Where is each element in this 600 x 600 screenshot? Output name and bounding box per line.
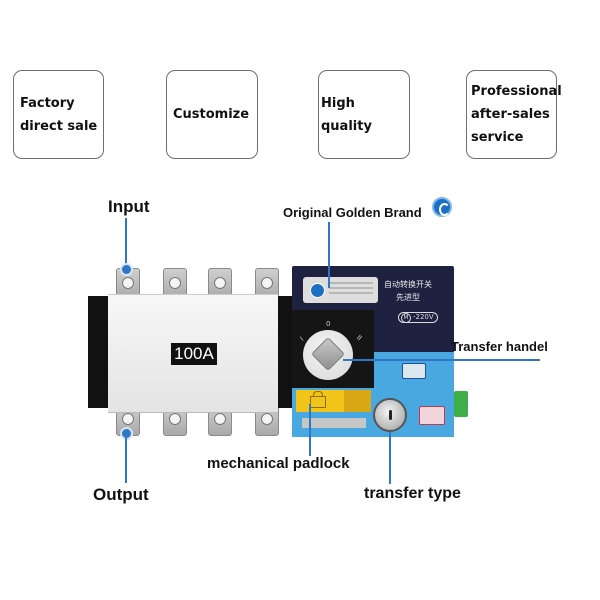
feature-text-line: High quality xyxy=(321,95,372,134)
callout-output-line xyxy=(125,438,127,483)
callout-transfer-handle-line xyxy=(343,359,540,361)
rating-label: 100A xyxy=(171,343,217,365)
voltage-text: -220V xyxy=(413,313,434,321)
auto-mode-indicator xyxy=(402,363,426,379)
golden-brand-logo-icon xyxy=(432,197,452,217)
motor-icon: M xyxy=(401,312,411,323)
feature-box-factory-direct-sale: Factory direct sale xyxy=(13,70,104,159)
blank-label-strip xyxy=(302,418,366,428)
callout-brand-line xyxy=(328,222,330,288)
callout-transfer-handle-label: Transfer handel xyxy=(451,339,548,354)
feature-text-line: Professional xyxy=(471,84,562,99)
left-side-rail xyxy=(88,296,110,408)
feature-box-after-sales-service: Professional after-sales service xyxy=(466,70,562,159)
callout-padlock-line xyxy=(309,404,311,456)
feature-text-line: service xyxy=(471,130,524,145)
handle-knob xyxy=(311,337,345,371)
callout-brand-label: Original Golden Brand xyxy=(283,205,422,220)
feature-text-line: Customize xyxy=(173,107,250,122)
chinese-title-line1: 自动转换开关 xyxy=(384,280,432,289)
chinese-title-line2: 先进型 xyxy=(396,293,420,302)
callout-transfer-type-label: transfer type xyxy=(364,485,461,502)
callout-transfer-type-line xyxy=(389,432,391,484)
brand-logo-small-icon xyxy=(310,283,325,298)
feature-text-line: direct sale xyxy=(20,118,98,134)
callout-padlock-label: mechanical padlock xyxy=(207,455,350,472)
feature-text-line: Factory xyxy=(20,95,75,111)
padlock-icon xyxy=(310,391,326,408)
feature-text-line: after-sales xyxy=(471,107,550,122)
nameplate xyxy=(303,277,378,303)
voltage-badge: M -220V xyxy=(398,312,438,323)
padlock-panel xyxy=(296,390,344,412)
callout-input-line xyxy=(125,218,127,266)
transfer-handle-dial[interactable] xyxy=(303,330,353,380)
right-side-rail xyxy=(276,296,296,408)
green-connector xyxy=(454,391,468,417)
feature-box-customize: Customize xyxy=(166,70,258,159)
dial-position-0: 0 xyxy=(326,320,331,328)
manual-mode-indicator xyxy=(419,406,445,425)
padlock-panel-extension xyxy=(344,390,371,412)
key-slot xyxy=(389,410,392,420)
callout-input-label: Input xyxy=(108,197,150,216)
feature-box-high-quality: High quality xyxy=(318,70,410,159)
nameplate-fine-print xyxy=(329,282,373,284)
transfer-type-key-lock[interactable] xyxy=(373,398,407,432)
callout-output-label: Output xyxy=(93,485,149,504)
callout-input-dot xyxy=(120,263,133,276)
